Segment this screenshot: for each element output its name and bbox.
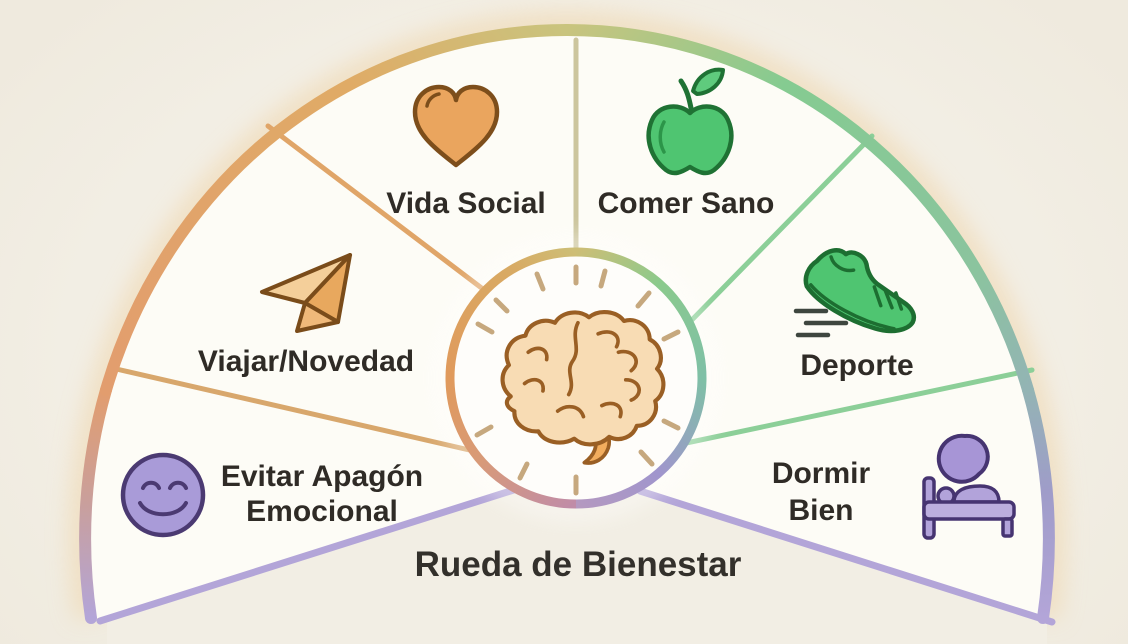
smiley-smile (138, 501, 188, 517)
brain-folds (522, 320, 641, 419)
divider-upper-right (681, 133, 875, 331)
hub-rim-bottom-right (575, 377, 707, 509)
dome-rim (79, 23, 1055, 624)
paper-plane-icon (260, 253, 352, 333)
shoe-speed-lines (793, 308, 849, 338)
dome-rim-left (79, 384, 112, 624)
brain-rays (474, 264, 681, 496)
title-band-border-right (636, 487, 1056, 626)
segment-evitar-apagon: Evitar Apagón Emocional (120, 452, 423, 538)
segment-vida-social: Vida Social (386, 84, 546, 220)
divider-upper-left (265, 123, 503, 305)
segment-label-vida-social: Vida Social (386, 187, 546, 220)
bed-icon (922, 476, 1016, 540)
smiley-left-eye (141, 480, 161, 490)
shoe-body (803, 248, 917, 334)
segment-label-evitar-line2: Emocional (246, 495, 398, 528)
dome-rim-right (1022, 384, 1055, 624)
segment-dividers (109, 37, 1035, 455)
segment-label-viajar-novedad: Viajar/Novedad (198, 345, 414, 378)
segment-label-deporte: Deporte (800, 349, 913, 382)
segment-label-evitar-line1: Evitar Apagón (221, 460, 423, 493)
segment-deporte: Deporte (793, 248, 917, 382)
hub-rim-top-left (445, 247, 577, 379)
brain-icon (500, 310, 666, 465)
running-shoe-icon (793, 248, 917, 338)
moon-icon (936, 433, 990, 484)
hub-rim (445, 247, 707, 509)
segment-dormir-bien: Dormir Bien (772, 433, 1016, 540)
segment-label-dormir-line2: Bien (788, 494, 853, 527)
segment-comer-sano: Comer Sano (598, 67, 775, 220)
divider-lower-left (109, 365, 481, 455)
apple-icon (646, 67, 734, 176)
segment-viajar-novedad: Viajar/Novedad (198, 253, 414, 378)
dome-rim-top-left (100, 23, 573, 396)
smiley-face-icon (120, 452, 206, 538)
center-hub (437, 239, 715, 517)
hub-rim-bottom-left (445, 377, 577, 509)
title-band (107, 470, 1047, 644)
segment-label-comer-sano: Comer Sano (598, 187, 775, 220)
smiley-right-eye (168, 480, 188, 490)
dome-rim-top-right (561, 23, 1034, 396)
moon-bed-icon (922, 433, 1016, 540)
hub-glow (437, 239, 715, 517)
wheel-title: Rueda de Bienestar (415, 545, 742, 584)
segment-label-dormir-line1: Dormir (772, 457, 871, 490)
divider-lower-right (669, 367, 1035, 449)
hub-rim-top-right (575, 247, 707, 379)
title-band-borders (96, 484, 1056, 626)
brain-body (500, 310, 666, 447)
heart-icon (412, 84, 500, 168)
title-band-border-left (96, 484, 524, 625)
